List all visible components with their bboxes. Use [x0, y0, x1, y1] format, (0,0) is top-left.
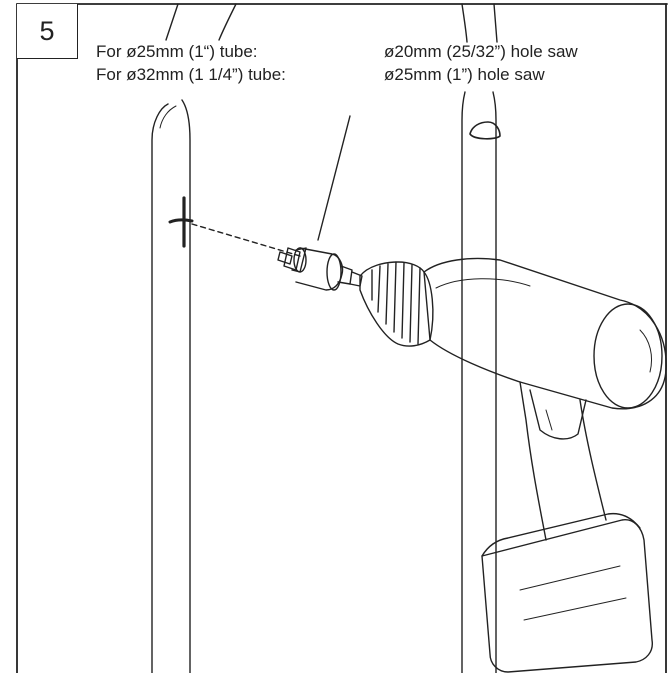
- tube-size-label-1: For ø25mm (1“) tube:: [96, 42, 258, 61]
- panel-frame: [16, 3, 668, 673]
- leader-line: [317, 115, 351, 241]
- hole-saw-size-label-1: ø20mm (25/32”) hole saw: [384, 42, 578, 61]
- drill-handle: [519, 381, 607, 541]
- step-number: 5: [39, 15, 55, 46]
- drill-axis-dashed: [191, 223, 301, 257]
- left-tube: [151, 99, 194, 673]
- upper-frame-tubes: [165, 3, 498, 43]
- hole-saw-bit: [277, 247, 363, 291]
- hole-saw-size-label-2: ø25mm (1”) hole saw: [384, 65, 545, 84]
- drill-chuck: [359, 261, 434, 347]
- battery-pack: [481, 512, 653, 673]
- right-tube: [461, 91, 501, 673]
- tube-size-label-2: For ø32mm (1 1/4”) tube:: [96, 65, 286, 84]
- drill-body: [423, 257, 667, 410]
- step-number-box: 5: [17, 4, 78, 59]
